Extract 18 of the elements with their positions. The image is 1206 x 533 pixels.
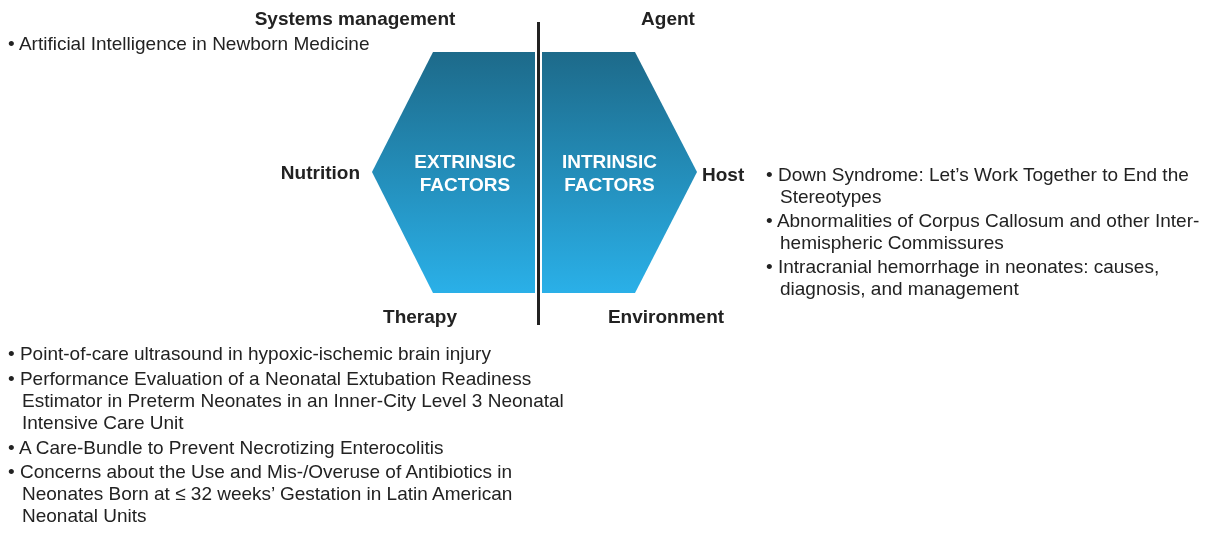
area-label: Nutrition <box>279 162 360 184</box>
topic-item: • Down Syndrome: Let’s Work Together to End the Stereotypes <box>766 164 1190 208</box>
topic-item: • Abnormalities of Corpus Callosum and other Inter-hemispheric Commissures <box>766 210 1201 254</box>
area-label: Agent <box>640 8 696 30</box>
area-label: Host <box>702 164 746 186</box>
area-label: Environment <box>606 306 726 328</box>
topic-item: • Artificial Intelligence in Newborn Medicine <box>8 33 371 55</box>
hexagon-half <box>372 52 535 293</box>
area-label: Therapy <box>382 306 458 328</box>
factor-label: INTRINSIC FACTORS <box>561 150 658 196</box>
hexagon-half <box>542 52 697 293</box>
area-label: Systems management <box>253 8 457 30</box>
topic-item: • Intracranial hemorrhage in neonates: causes, diagnosis, and management <box>766 256 1160 300</box>
topic-item: • A Care-Bundle to Prevent Necrotizing Enterocolitis <box>8 437 445 459</box>
topic-item: • Point-of-care ultrasound in hypoxic-ischemic brain injury <box>8 343 492 365</box>
factor-label: EXTRINSIC FACTORS <box>413 150 517 196</box>
topic-item: • Performance Evaluation of a Neonatal Extubation Readiness Estimator in Preterm Neonates in an Inner-City Level 3 Neonatal Intensive Care Unit <box>8 368 565 434</box>
topic-item: • Concerns about the Use and Mis-/Overuse of Antibiotics in Neonates Born at ≤ 32 weeks’ Gestation in Latin American Neonatal Units <box>8 461 514 527</box>
